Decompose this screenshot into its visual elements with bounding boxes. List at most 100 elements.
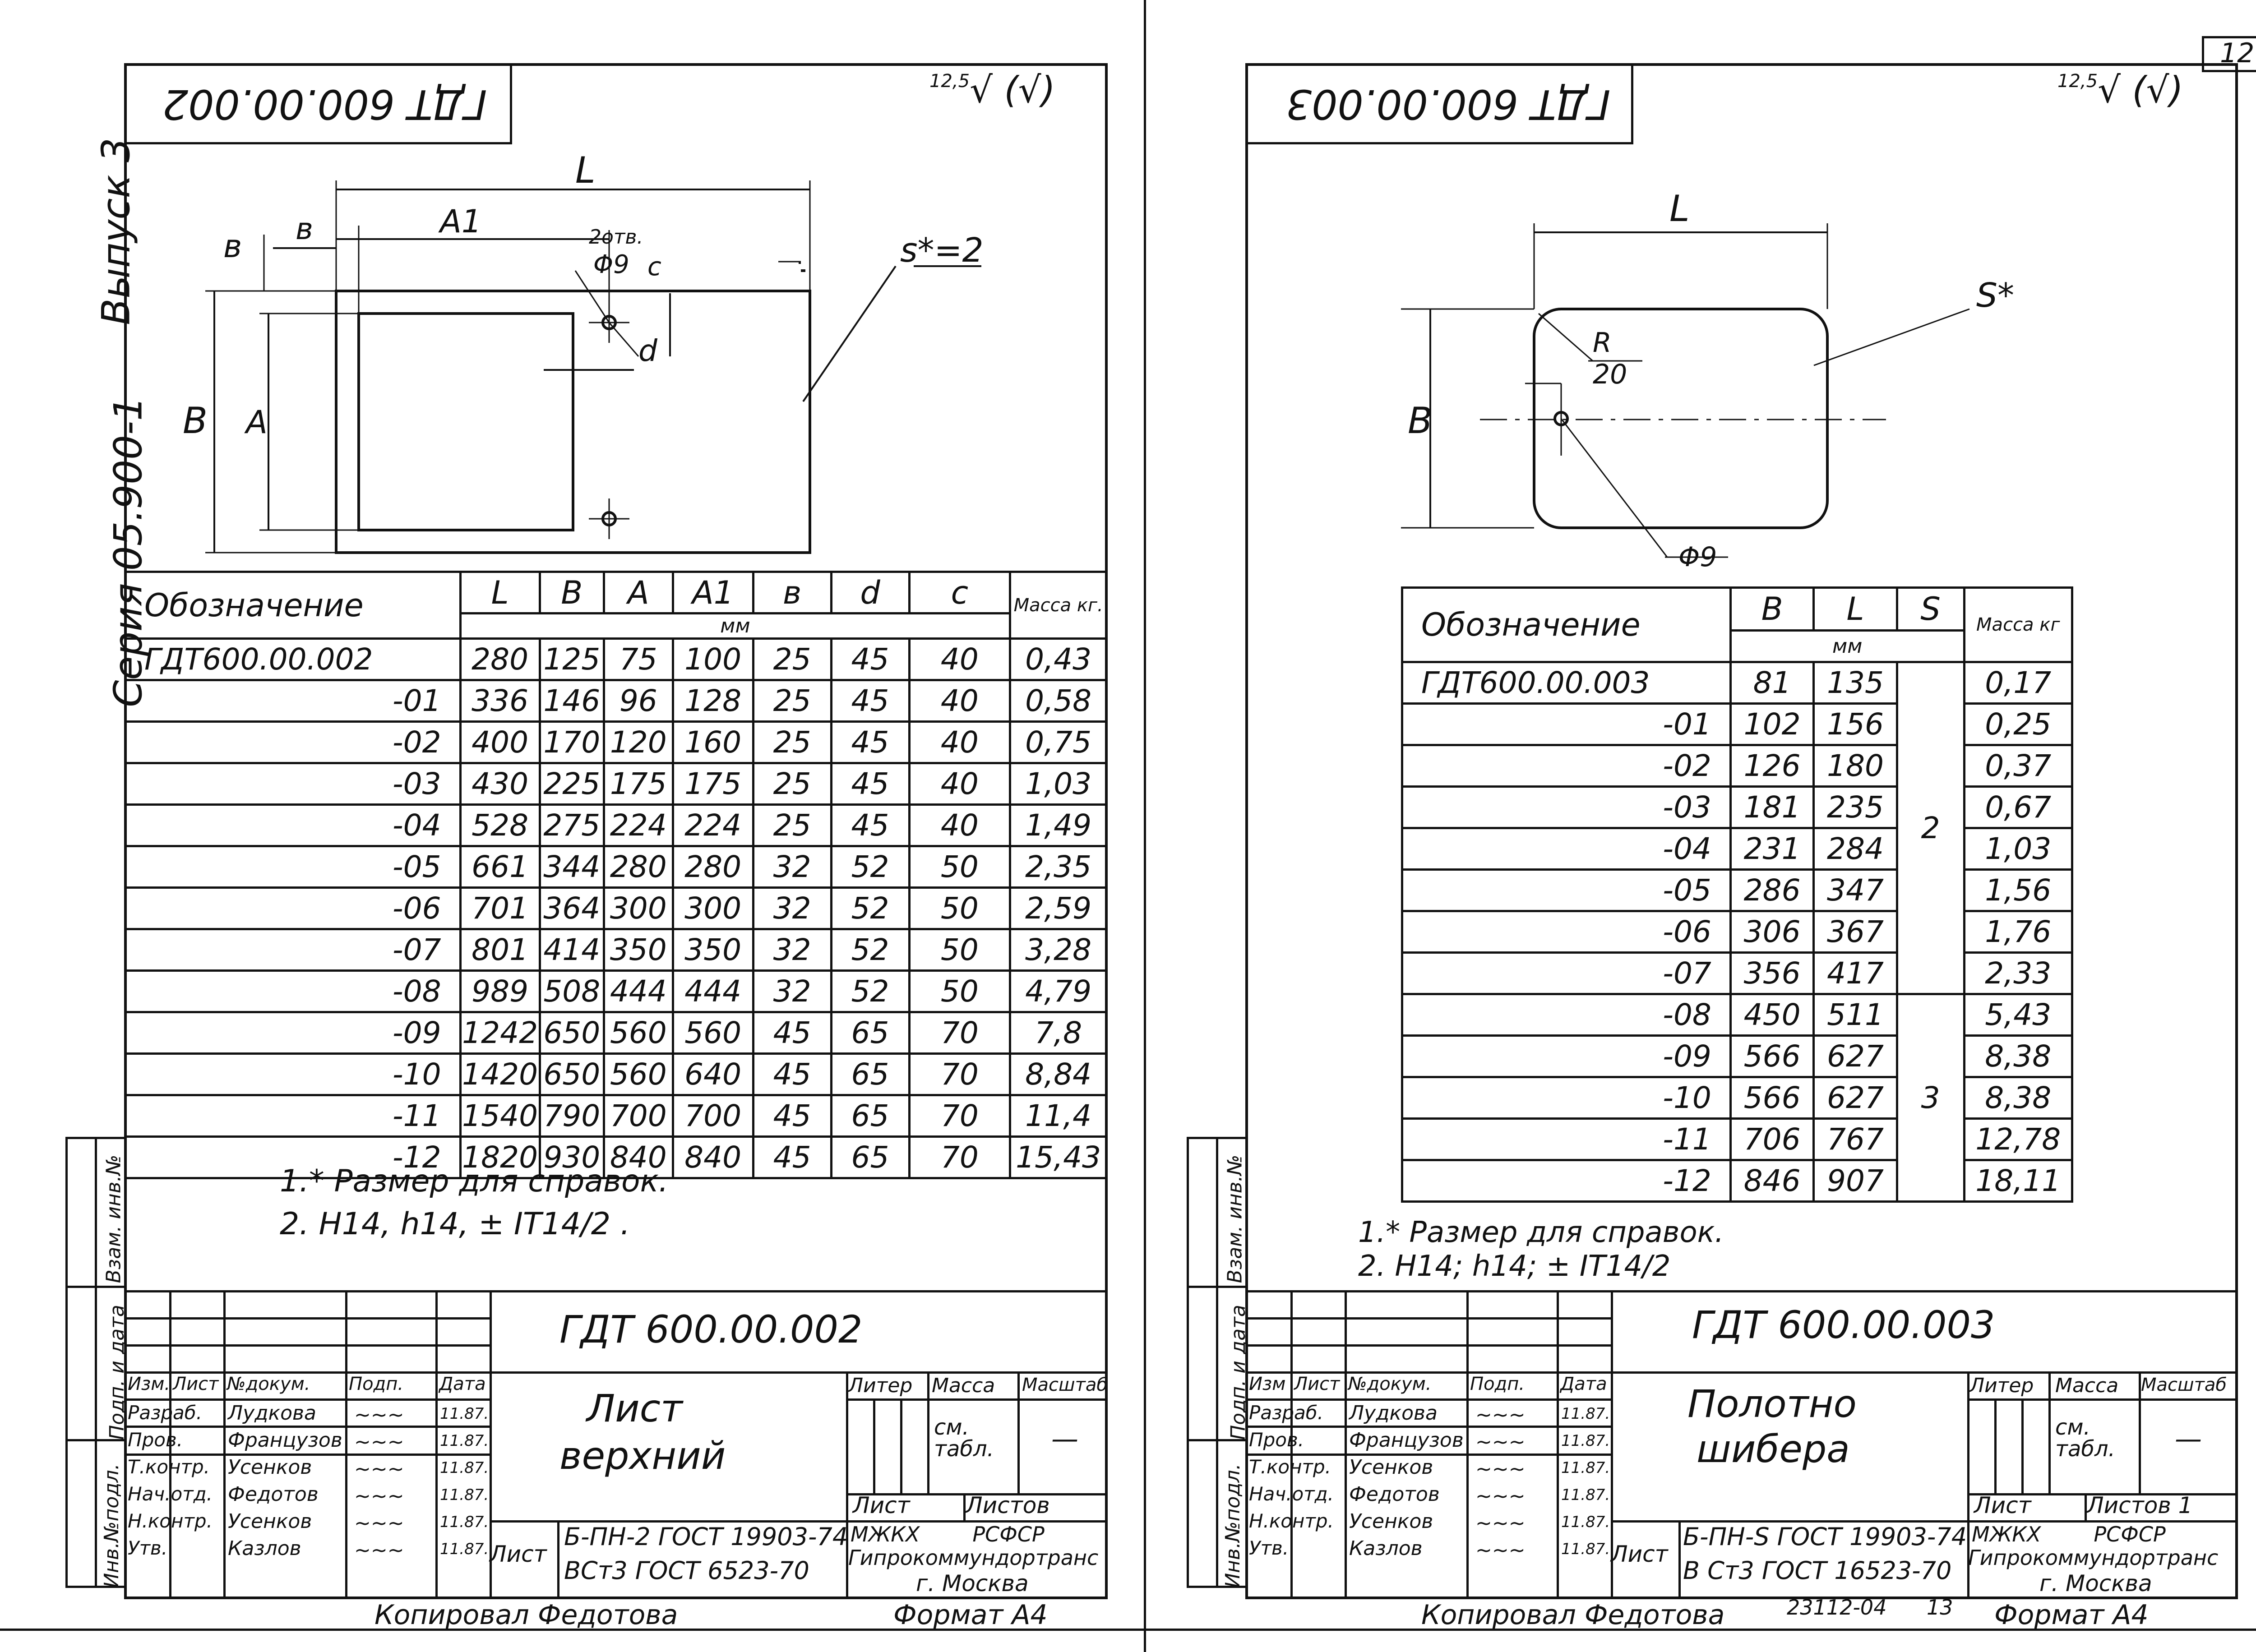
value-cell: 4,79 (1009, 969, 1108, 1013)
value-cell: 8,38 (1963, 1076, 2074, 1120)
dim-holes: 2отв. (589, 226, 643, 249)
value-cell: 430 (459, 762, 541, 806)
role-date: 11.87. (1561, 1432, 1610, 1450)
signature: ~~~ (1475, 1512, 1526, 1535)
value-cell: 0,37 (1963, 744, 2074, 788)
role-date: 11.87. (440, 1405, 489, 1423)
plate-cutout (357, 312, 574, 531)
value-cell: 40 (908, 720, 1012, 764)
material-line1: Б-ПН-2 ГОСТ 19903-74 (564, 1523, 848, 1551)
dim-s: s*=2 (900, 231, 984, 270)
value-cell: 102 (1729, 702, 1815, 746)
role-label: Пров. (128, 1429, 183, 1451)
designation-cell: -01 (1401, 702, 1732, 746)
title-line2: шибера (1697, 1427, 1850, 1471)
value-cell: 300 (603, 886, 674, 930)
role-date: 11.87. (440, 1513, 489, 1531)
value-cell: 11,4 (1009, 1094, 1108, 1138)
gate-plate-outline (1533, 308, 1829, 529)
value-cell: 180 (1812, 744, 1898, 788)
designation-cell: -02 (124, 720, 462, 764)
value-cell: 2,33 (1963, 951, 2074, 995)
designation-cell: -05 (124, 845, 462, 889)
value-cell: 0,67 (1963, 785, 2074, 829)
designation-cell: -11 (1401, 1117, 1732, 1161)
notes-bottom-line (1245, 1290, 2238, 1292)
dim-R: R (1593, 327, 1612, 359)
value-cell: 286 (1729, 868, 1815, 912)
roughness-value: 12,5 (929, 71, 970, 92)
designation-cell: -06 (1401, 910, 1732, 954)
value-cell: 52 (830, 845, 911, 889)
designation-cell: -03 (124, 762, 462, 806)
value-cell: 70 (908, 1094, 1012, 1138)
title-code: ГДТ 600.00.002 (559, 1307, 863, 1352)
value-cell: 627 (1812, 1034, 1898, 1078)
role-person: Федотов (228, 1483, 319, 1506)
value-cell: 1,76 (1963, 910, 2074, 954)
value-cell: 350 (671, 928, 754, 972)
designation-cell: -08 (124, 969, 462, 1013)
value-cell: 32 (752, 969, 832, 1013)
mirrored-code-box (124, 63, 512, 144)
value-cell: 2,59 (1009, 886, 1108, 930)
left-plate-drawing: L A1 в 2отв. Φ9 d c B A в s*=2 (183, 149, 984, 554)
value-cell: 650 (538, 1011, 606, 1055)
mass-value: см. табл. (934, 1415, 994, 1462)
note-1: 1.* Размер для справок. (280, 1163, 669, 1199)
value-cell: 224 (671, 803, 754, 847)
designation-cell: ГДТ600.00.002 (124, 637, 462, 681)
value-cell: 367 (1812, 910, 1898, 954)
note-2: 2. H14; h14; ± IT14/2 (1358, 1250, 1671, 1283)
value-cell: 0,75 (1009, 720, 1108, 764)
value-cell: 347 (1812, 868, 1898, 912)
value-cell: 52 (830, 886, 911, 930)
value-cell: 450 (1729, 993, 1815, 1037)
dim-d: d (638, 333, 658, 368)
material-label: Лист (1611, 1541, 1668, 1567)
value-cell: 156 (1812, 702, 1898, 746)
roughness-mark: 12,5√ (√) (2057, 72, 2183, 108)
designation-cell: ГДТ600.00.003 (1401, 661, 1732, 705)
roles-header-cell: Дата (1560, 1374, 1607, 1394)
value-cell: 65 (830, 1011, 911, 1055)
role-label: Т.контр. (128, 1456, 210, 1478)
value-cell: 840 (603, 1135, 674, 1179)
org-line3: г. Москва (2039, 1570, 2152, 1597)
value-cell: 989 (459, 969, 541, 1013)
value-cell: 7,8 (1009, 1011, 1108, 1055)
org-line1: МЖКХ РСФСР (1972, 1522, 2166, 1546)
value-cell: 700 (603, 1094, 674, 1138)
material-line2: ВСт3 ГОСТ 6523-70 (564, 1556, 809, 1585)
value-cell: 767 (1812, 1117, 1898, 1161)
roles-header-cell: Подп. (1470, 1374, 1525, 1394)
value-cell: 32 (752, 886, 832, 930)
value-cell: 128 (671, 679, 754, 723)
scale-value: — (1051, 1423, 1078, 1455)
designation-cell: -10 (124, 1052, 462, 1096)
value-cell: 25 (752, 803, 832, 847)
signature: ~~~ (1475, 1458, 1526, 1481)
value-cell: 1420 (459, 1052, 541, 1096)
roughness-value: 12,5 (2057, 71, 2098, 92)
value-cell: 70 (908, 1135, 1012, 1179)
page-number: 12 (2220, 37, 2255, 69)
value-cell: 344 (538, 845, 606, 889)
value-cell: 560 (603, 1011, 674, 1055)
value-cell: 25 (752, 679, 832, 723)
value-cell: 45 (830, 803, 911, 847)
col-L: L (1812, 586, 1898, 632)
value-cell: 45 (830, 720, 911, 764)
note-1: 1.* Размер для справок. (1358, 1216, 1724, 1249)
role-person: Французов (1349, 1429, 1464, 1452)
side-cell-inv: Инв.№подл. (100, 1463, 123, 1588)
value-cell: 125 (538, 637, 606, 681)
col-S: S (1895, 586, 1965, 632)
value-cell: 0,25 (1963, 702, 2074, 746)
signature: ~~~ (1475, 1539, 1526, 1562)
liter-label: Литер (1969, 1374, 2034, 1397)
